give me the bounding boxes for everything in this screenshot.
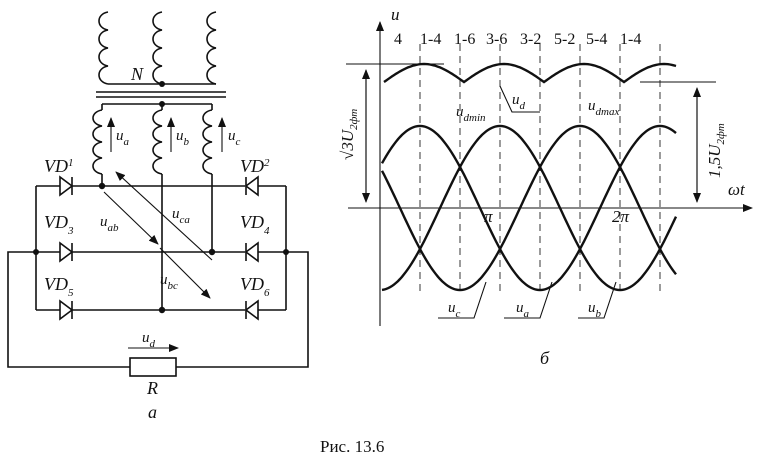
ub-label: ub — [176, 128, 190, 148]
uca-arrow — [115, 171, 213, 261]
rectifier-circuit: N ua ub uc — [7, 11, 309, 422]
y-axis-label: u — [391, 5, 400, 24]
commutation-label: 1-4 — [620, 31, 641, 48]
ubc-arrow — [159, 247, 211, 299]
commutation-label: 4 — [394, 31, 402, 48]
ud-wave-label: ud — [512, 92, 526, 112]
udmax-label: udmax — [588, 98, 619, 118]
commutation-label: 3-6 — [486, 31, 507, 48]
diode-vd2-symbol — [244, 175, 259, 197]
uc-leader — [438, 281, 487, 319]
phase-curves — [380, 62, 678, 292]
sublabel-a: a — [148, 402, 157, 422]
ua-label: ua — [116, 128, 130, 148]
uc-curve-label: uc — [448, 300, 461, 320]
ub-curve — [380, 124, 677, 292]
uc-label: uc — [228, 128, 241, 148]
ud-output-curve — [383, 62, 677, 84]
vd4-label: VD4 — [240, 212, 270, 237]
ua-curve-label: ua — [516, 300, 530, 320]
onehalf-label: 1,5U2фт — [705, 123, 727, 178]
waveform-diagram: u ωt 4 1-4 1-6 3-6 3-2 5-2 5-4 1-4 √3U2фт 1,5U2… — [338, 5, 753, 368]
vd6-label: VD6 — [240, 274, 270, 299]
vd1-label: VD1 — [44, 156, 74, 176]
diode-vd3-symbol — [59, 241, 74, 263]
ua-curve — [381, 124, 678, 292]
vd2-label: VD2 — [240, 156, 270, 176]
load-loop — [7, 251, 309, 377]
vd3-label: VD3 — [44, 212, 74, 237]
load-label: R — [146, 378, 158, 398]
sublabel-b: б — [540, 348, 550, 368]
transformer-core — [96, 91, 226, 98]
ud-leader — [499, 85, 540, 113]
ua-leader — [504, 281, 553, 319]
primary-windings — [98, 11, 217, 87]
udmin-label: udmin — [456, 104, 486, 124]
neutral-label: N — [130, 64, 144, 84]
diode-vd4-symbol — [244, 241, 259, 263]
figure-caption: Рис. 13.6 — [320, 437, 384, 456]
x-axis-label: ωt — [728, 180, 746, 199]
diode-vd1-symbol — [59, 175, 74, 197]
commutation-label: 5-2 — [554, 31, 575, 48]
uab-arrow — [103, 191, 159, 245]
commutation-labels: 4 1-4 1-6 3-6 3-2 5-2 5-4 1-4 — [394, 31, 641, 48]
vd5-label: VD5 — [44, 274, 74, 299]
commutation-label: 1-6 — [454, 31, 475, 48]
ub-leader — [578, 281, 617, 319]
diode-vd5-symbol — [59, 299, 74, 321]
ub-curve-label: ub — [588, 300, 602, 320]
secondary-windings — [92, 109, 213, 175]
uc-curve — [380, 124, 677, 292]
diode-vd6-symbol — [244, 299, 259, 321]
pi-tick-label: π — [484, 207, 493, 226]
two-pi-tick-label: 2π — [612, 207, 630, 226]
load-resistor — [129, 357, 177, 377]
commutation-label: 3-2 — [520, 31, 541, 48]
commutation-label: 1-4 — [420, 31, 441, 48]
sqrt3-label: √3U2фт — [338, 109, 360, 160]
uca-label: uca — [172, 206, 190, 226]
ud-load-label: ud — [142, 330, 156, 350]
ubc-label: ubc — [160, 272, 178, 292]
commutation-label: 5-4 — [586, 31, 607, 48]
uab-label: uab — [100, 214, 119, 234]
